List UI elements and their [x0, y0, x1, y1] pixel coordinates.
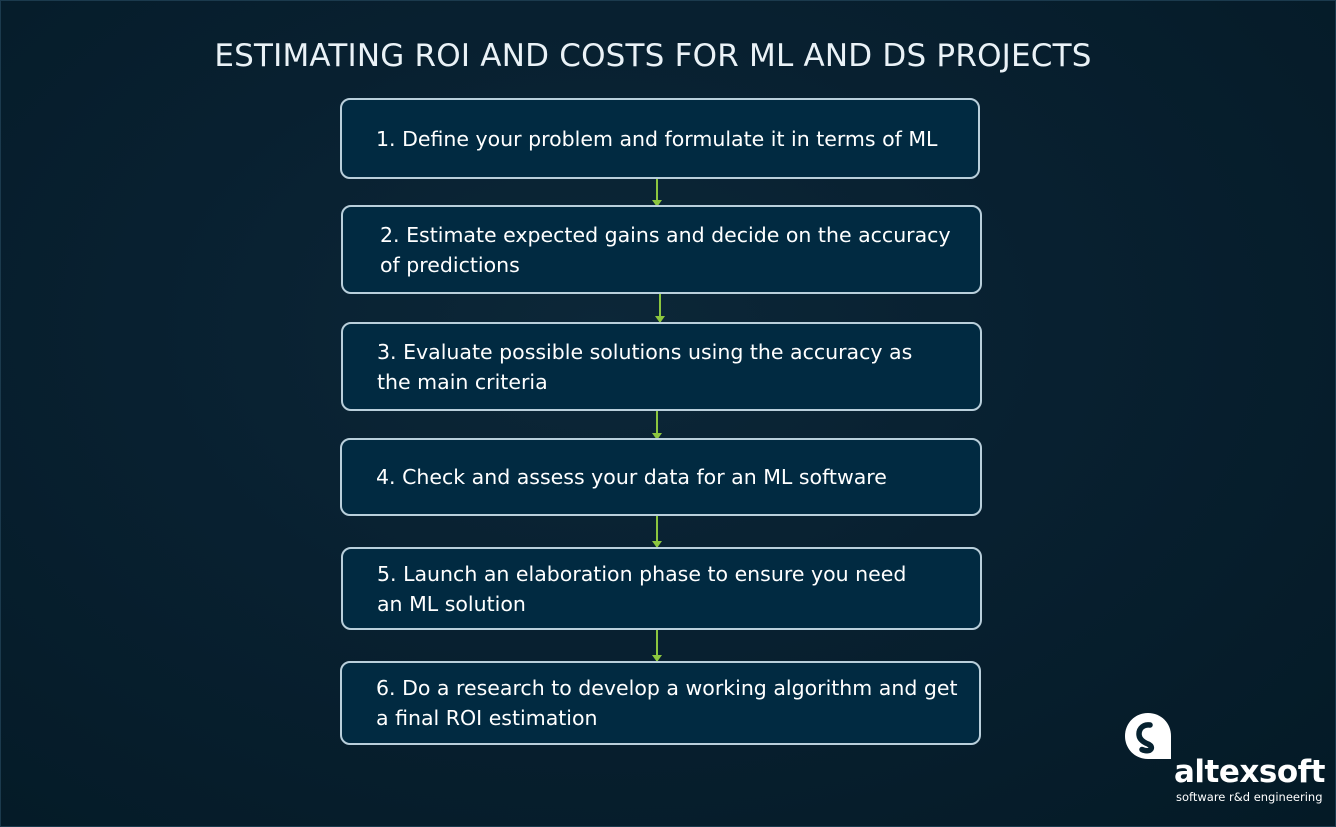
- arrow-2-to-3: [655, 294, 665, 323]
- step-4-box: 4. Check and assess your data for an ML …: [340, 438, 982, 516]
- step-5-box: 5. Launch an elaboration phase to ensure…: [341, 547, 982, 630]
- step-5-text: 5. Launch an elaboration phase to ensure…: [377, 561, 907, 616]
- step-6-box: 6. Do a research to develop a working al…: [340, 661, 981, 745]
- step-6-text: 6. Do a research to develop a working al…: [376, 676, 958, 730]
- step-3-text: 3. Evaluate possible solutions using the…: [377, 339, 913, 394]
- step-3-box: 3. Evaluate possible solutions using the…: [341, 322, 982, 411]
- page-title: ESTIMATING ROI AND COSTS FOR ML AND DS P…: [214, 38, 1092, 74]
- step-2-box: 2. Estimate expected gains and decide on…: [341, 205, 982, 294]
- arrow-4-to-5: [652, 516, 662, 548]
- arrow-3-to-4: [652, 411, 662, 440]
- brand-name: altexsoft: [1174, 754, 1325, 790]
- arrow-5-to-6: [652, 630, 662, 662]
- step-2-text: 2. Estimate expected gains and decide on…: [380, 222, 951, 277]
- arrow-1-to-2: [652, 179, 662, 207]
- brand-tagline: software r&d engineering: [1176, 790, 1323, 804]
- step-1-text: 1. Define your problem and formulate it …: [376, 126, 938, 151]
- step-4-text: 4. Check and assess your data for an ML …: [376, 465, 887, 489]
- step-1-box: 1. Define your problem and formulate it …: [340, 98, 980, 179]
- altexsoft-logo-icon: [1125, 713, 1171, 759]
